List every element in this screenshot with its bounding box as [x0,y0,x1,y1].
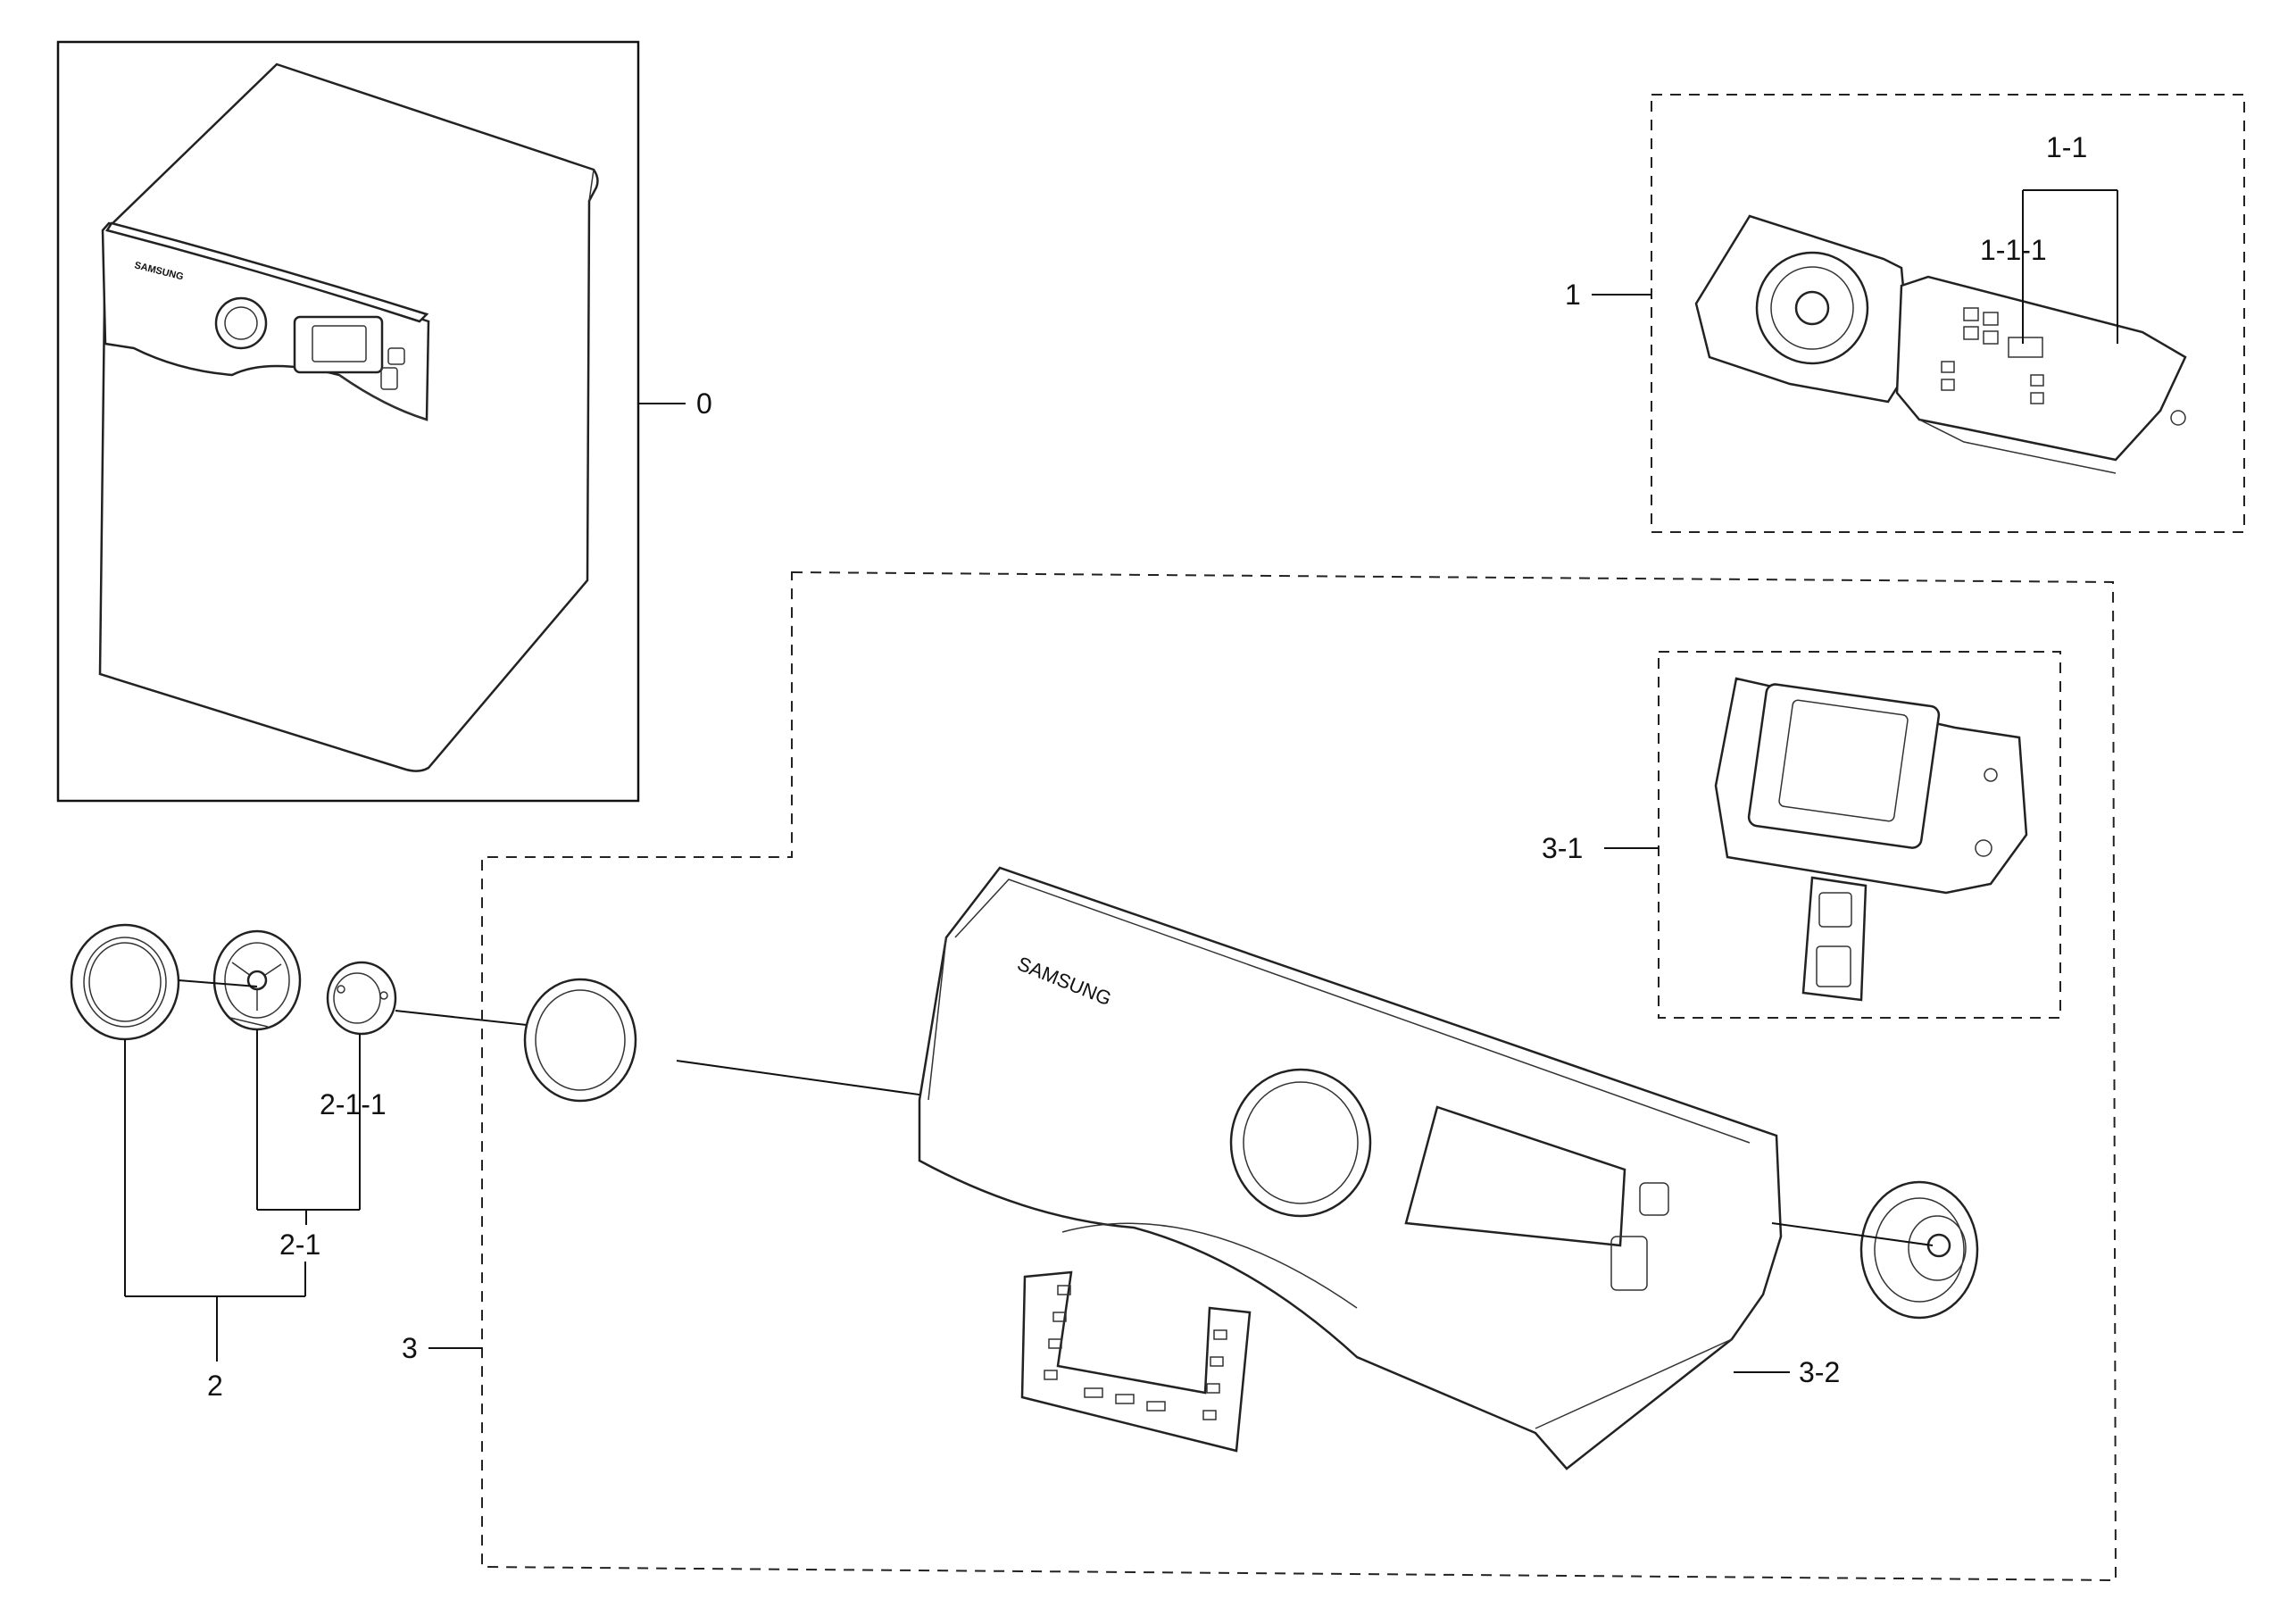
label-2-1-1: 2-1-1 [320,1088,387,1120]
knob-cover-ring [70,923,180,1041]
part-2-knob-assembly: 2 2-1 2-1-1 [70,923,626,1402]
label-3-2: 3-2 [1799,1356,1840,1388]
part-3-dashed-outline [481,570,2117,1582]
knob-insert [326,961,397,1036]
part-0-washer-assembly: SAMSUNG 0 [56,40,712,803]
part-3-1-dashed-box [1658,651,2061,1019]
program-selector-encoder [1859,1180,1979,1320]
part-1-dashed-box [1651,94,2245,533]
washer-illustration: SAMSUNG [98,62,599,772]
label-1-1: 1-1 [2046,131,2087,163]
key-pcb-strip [1020,1270,1252,1453]
decor-ring [523,978,637,1103]
control-panel-frame: SAMSUNG [918,866,1783,1470]
part-3-control-panel-assembly: 3 SAMSUNG [402,570,2117,1582]
label-3: 3 [402,1332,418,1364]
part-1-pcb-assembly: 1 1-1 1-1-1 [1565,94,2245,533]
label-0: 0 [696,387,712,420]
part-0-frame [56,40,640,803]
label-1: 1 [1565,279,1581,311]
label-3-1: 3-1 [1542,832,1583,864]
label-2: 2 [207,1370,223,1402]
knob-body [212,929,302,1031]
label-2-1: 2-1 [279,1228,320,1261]
part-3-1-display-assembly: 3-1 [1542,651,2061,1019]
pcb-illustration [1694,214,2187,474]
label-1-1-1: 1-1-1 [1980,234,2047,266]
